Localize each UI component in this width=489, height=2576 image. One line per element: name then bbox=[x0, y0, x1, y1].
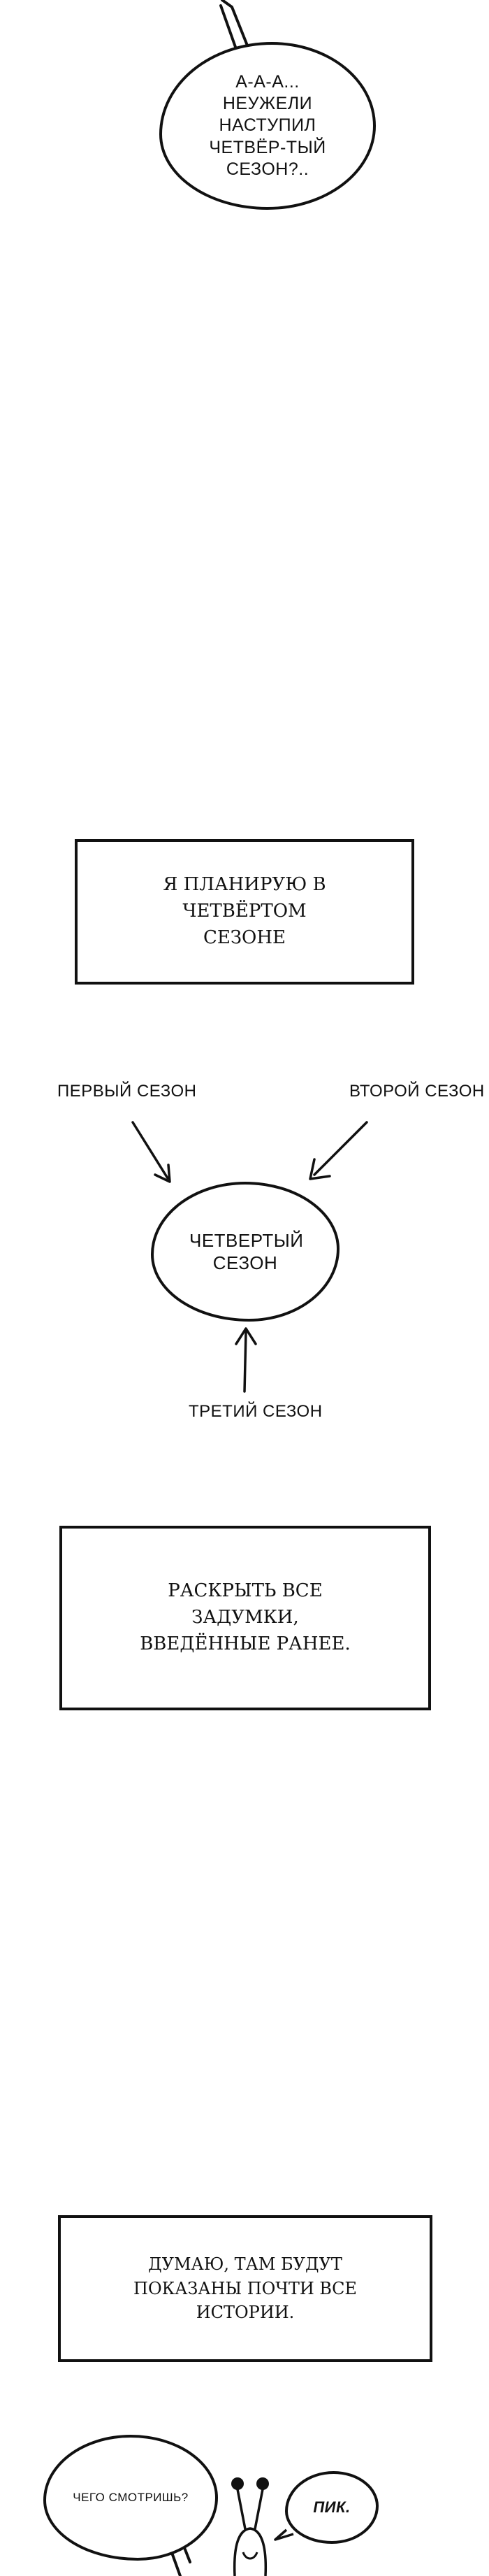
diagram-arrows bbox=[131, 1121, 368, 1393]
caption-box-stories: ДУМАЮ, ТАМ БУДУТ ПОКАЗАНЫ ПОЧТИ ВСЕ ИСТО… bbox=[58, 2215, 432, 2362]
question-text: ЧЕГО СМОТРИШЬ? bbox=[73, 2491, 189, 2505]
caption-text: Я ПЛАНИРУЮ В ЧЕТВЁРТОМ СЕЗОНЕ bbox=[163, 874, 326, 948]
speech-bubble-reply: ПИК. bbox=[285, 2471, 379, 2544]
bubble-text: А-А-А... НЕУЖЕЛИ НАСТУПИЛ ЧЕТВЁР-ТЫЙ СЕЗ… bbox=[209, 71, 326, 179]
character-figure bbox=[231, 2477, 269, 2576]
reply-text: ПИК. bbox=[313, 2498, 351, 2517]
caption-text: РАСКРЫТЬ ВСЕ ЗАДУМКИ, ВВЕДЁННЫЕ РАНЕЕ. bbox=[140, 1580, 351, 1654]
diagram-center-text: ЧЕТВЕРТЫЙ СЕЗОН bbox=[189, 1229, 304, 1274]
label-second-season: ВТОРОЙ СЕЗОН bbox=[349, 1082, 485, 1101]
speech-bubble-season-four: А-А-А... НЕУЖЕЛИ НАСТУПИЛ ЧЕТВЁР-ТЫЙ СЕЗ… bbox=[159, 42, 376, 210]
label-first-season: ПЕРВЫЙ СЕЗОН bbox=[57, 1082, 197, 1101]
bubble-tail-top bbox=[219, 0, 250, 50]
caption-text: ДУМАЮ, ТАМ БУДУТ ПОКАЗАНЫ ПОЧТИ ВСЕ ИСТО… bbox=[133, 2254, 357, 2323]
label-third-season: ТРЕТИЙ СЕЗОН bbox=[189, 1402, 323, 1421]
caption-box-reveal: РАСКРЫТЬ ВСЕ ЗАДУМКИ, ВВЕДЁННЫЕ РАНЕЕ. bbox=[59, 1526, 431, 1710]
caption-box-planning: Я ПЛАНИРУЮ В ЧЕТВЁРТОМ СЕЗОНЕ bbox=[75, 839, 414, 985]
speech-bubble-question: ЧЕГО СМОТРИШЬ? bbox=[43, 2435, 218, 2561]
diagram-center-bubble: ЧЕТВЕРТЫЙ СЕЗОН bbox=[151, 1182, 340, 1322]
